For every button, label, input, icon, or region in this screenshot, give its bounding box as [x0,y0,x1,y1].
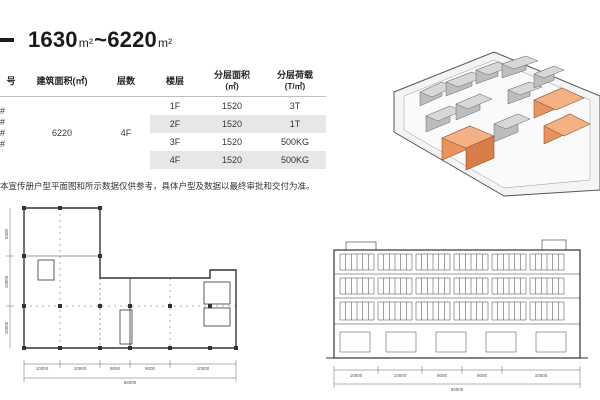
floor-cell: 2F [150,115,200,133]
floor-area-cell: 1520 [221,101,243,111]
table-header-row: 号 建筑面积(㎡) 层数 楼层 分层面积(㎡) 分层荷载(T/㎡) [0,66,326,97]
dim-label: 8400 [4,228,9,239]
dim-label: 10000 [36,366,49,371]
floor-area-cell: 1520 [200,115,264,133]
area-min: 1630 [28,27,78,52]
disclaimer-note: 本宣传册户型平面图和所示数据仅供参考，具体户型及数据以最终审批和交付为准。 [0,181,315,191]
floor-load-cell: 1T [264,115,326,133]
area-separator: ~ [94,27,108,52]
table-row: 4F 1520 500KG [0,151,326,169]
spec-table: 号 建筑面积(㎡) 层数 楼层 分层面积(㎡) 分层荷载(T/㎡) 6220 4… [0,66,326,169]
floor-cell: 3F [169,137,181,147]
unit-id-list: # # # # [0,106,6,149]
id-cell [0,96,22,169]
dim-label: 10000 [4,321,9,334]
dim-label: 10000 [197,366,210,371]
dim-label: 10000 [394,373,407,378]
dim-label: 9000 [145,366,156,371]
area-range-title: 1630 m² ~ 6220 m² [28,27,173,53]
header-floor: 楼层 [150,66,200,97]
header-id: 号 [0,66,22,97]
elevation-drawing: 10000 10000 9000 9000 10000 56000 [326,239,588,392]
header-building-area: 建筑面积(㎡) [22,66,102,97]
table-row: 3F 1520 500KG [0,133,326,151]
floor-load-cell: 500KG [264,151,326,169]
floor-cell: 4F [150,151,200,169]
dim-label: 10000 [4,275,9,288]
floor-plan-drawing: 10000 10000 9000 9000 10000 56000 8400 1… [4,206,238,385]
header-floor-load: 分层荷载(T/㎡) [264,66,326,97]
area-unit: m² [78,36,94,50]
area-max: 6220 [107,27,157,52]
floor-area-cell: 1520 [221,137,243,147]
title-accent-bar [0,38,14,42]
floor-count-cell: 4F [102,96,150,169]
site-plan-illustration [393,51,600,197]
table-row: 2F 1520 1T [0,115,326,133]
table-row: 6220 4F 1F 1520 3T [0,96,326,169]
dim-label: 10000 [74,366,87,371]
floor-load-cell: 3T [289,101,301,111]
dim-label: 9000 [437,373,448,378]
floor-cell: 1F [169,101,181,111]
area-unit: m² [157,36,173,50]
building-area-cell: 6220 [22,96,102,169]
header-floor-count: 层数 [102,66,150,97]
dim-label: 9000 [110,366,121,371]
dim-label: 10000 [535,373,548,378]
dim-total-label: 56000 [124,380,137,385]
header-floor-area: 分层面积(㎡) [200,66,264,97]
floor-area-cell: 1520 [200,151,264,169]
floor-load-cell: 500KG [280,137,310,147]
dim-label: 10000 [350,373,363,378]
dim-label: 9000 [477,373,488,378]
page-title: 1630 m² ~ 6220 m² [0,22,173,58]
dim-total-label: 56000 [451,387,464,392]
